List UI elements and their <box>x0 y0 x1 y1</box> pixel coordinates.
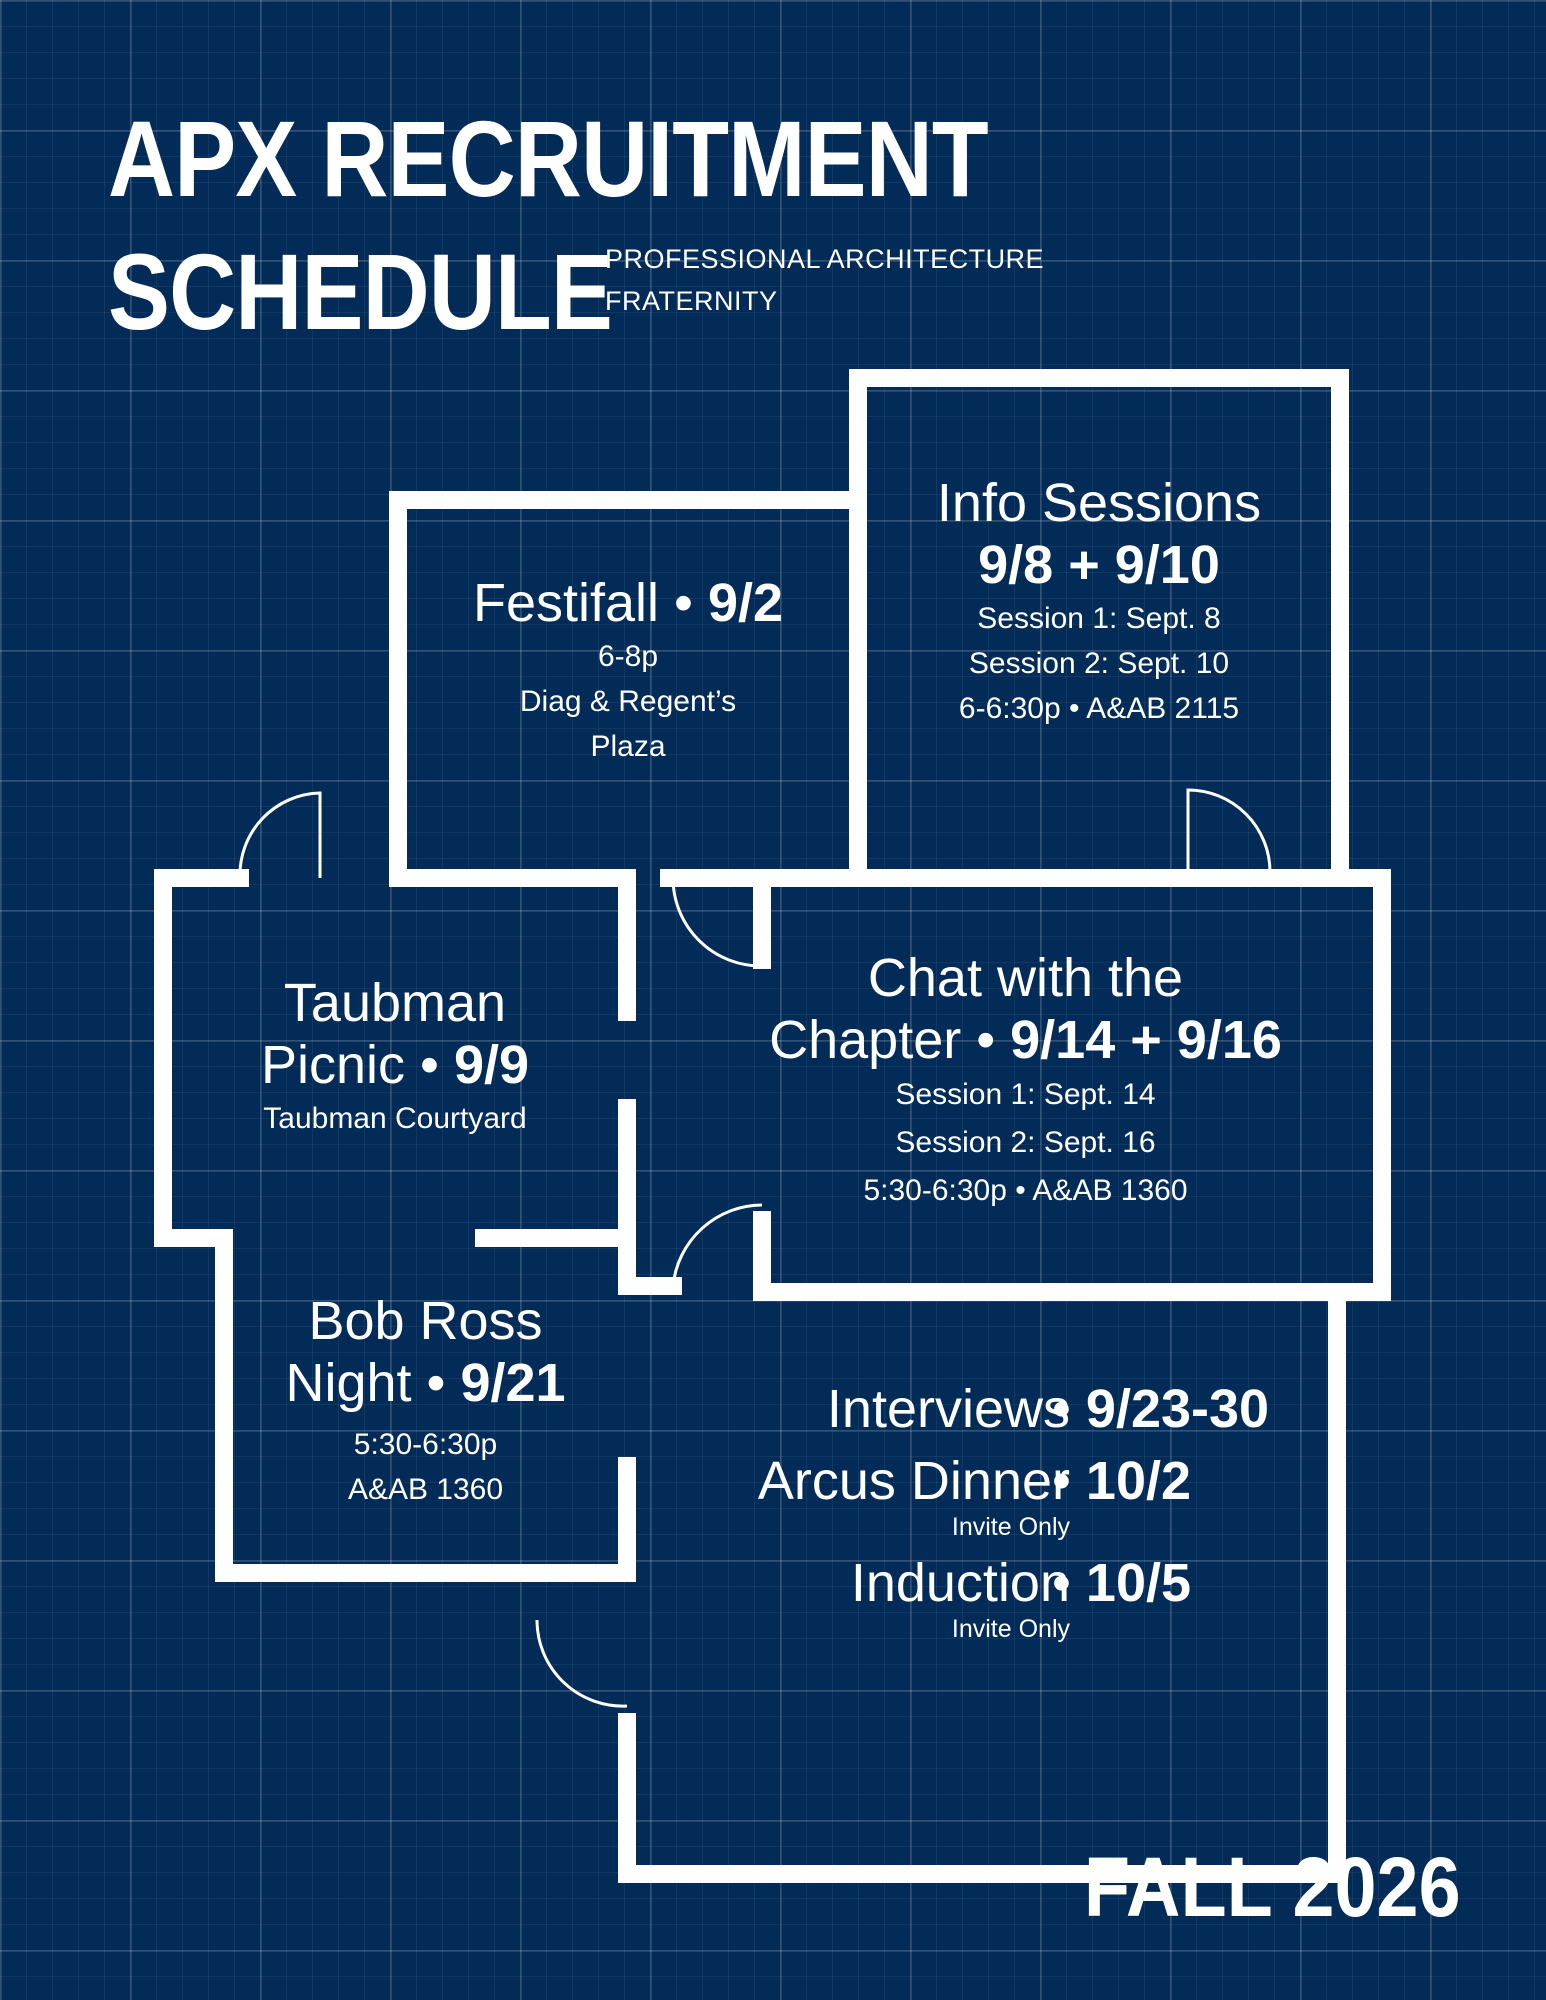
bob-ross-date: 9/21 <box>460 1353 566 1413</box>
info-session-2: Session 2: Sept. 10 <box>968 647 1230 680</box>
festifall-time: 6-8p <box>597 640 659 673</box>
info-sessions-heading: Info Sessions <box>936 473 1262 533</box>
chat-time-location: 5:30-6:30p • A&AB 1360 <box>863 1174 1188 1207</box>
bob-ross-heading-1: Bob Ross <box>308 1291 543 1351</box>
final-room-walls <box>618 1277 1346 1883</box>
festifall-date: 9/2 <box>707 573 784 633</box>
festifall-room: Festifall • 9/2 6-8p Diag & Regent’s Pla… <box>398 572 858 769</box>
door-arc-taubman <box>238 791 322 879</box>
arcus-dinner-note: Invite Only <box>951 1513 1070 1541</box>
induction-date-row: • 10/5 <box>1052 1553 1192 1613</box>
info-sessions-room: Info Sessions 9/8 + 9/10 Session 1: Sept… <box>858 472 1340 731</box>
taubman-heading-2: Picnic • 9/9 <box>260 1035 530 1095</box>
bob-ross-location: A&AB 1360 <box>347 1473 504 1506</box>
induction-label: Induction <box>850 1553 1070 1613</box>
subtitle-line-1: PROFESSIONAL ARCHITECTURE <box>605 244 1045 274</box>
door-arc-chat <box>671 877 764 968</box>
door-arc-final <box>671 1203 763 1287</box>
festifall-location-2: Plaza <box>590 730 666 763</box>
chat-session-2: Session 2: Sept. 16 <box>895 1126 1156 1159</box>
info-time-location: 6-6:30p • A&AB 2115 <box>958 692 1240 725</box>
bob-ross-room: Bob Ross Night • 9/21 5:30-6:30p A&AB 13… <box>224 1290 627 1512</box>
interviews-label: Interviews <box>826 1379 1070 1439</box>
arcus-dinner-label: Arcus Dinner <box>757 1451 1070 1511</box>
bob-ross-time: 5:30-6:30p <box>353 1428 498 1461</box>
taubman-room-walls <box>154 869 249 1247</box>
bob-ross-room-walls <box>215 1229 636 1582</box>
taubman-location: Taubman Courtyard <box>263 1102 527 1135</box>
interviews-date: 9/23-30 <box>1085 1379 1270 1439</box>
chat-room-walls <box>660 869 1391 1301</box>
induction-note: Invite Only <box>951 1615 1070 1643</box>
info-session-1: Session 1: Sept. 8 <box>977 602 1221 635</box>
arcus-dinner-date: 10/2 <box>1085 1451 1192 1511</box>
door-arc-entry <box>535 1620 628 1708</box>
induction-date: 10/5 <box>1085 1553 1192 1613</box>
door-arc-info <box>1186 788 1272 878</box>
chat-heading-2: Chapter • 9/14 + 9/16 <box>769 1010 1282 1070</box>
final-events-names: Interviews Arcus Dinner Invite Only Indu… <box>660 1378 1070 1644</box>
taubman-date: 9/9 <box>453 1035 530 1095</box>
festifall-heading: Festifall • 9/2 <box>472 573 784 633</box>
arcus-dinner-date-row: • 10/2 <box>1052 1451 1192 1511</box>
info-sessions-dates: 9/8 + 9/10 <box>978 535 1220 595</box>
subtitle: PROFESSIONAL ARCHITECTURE FRATERNITY <box>605 238 1044 322</box>
taubman-heading-1: Taubman <box>283 973 507 1033</box>
page-title-line-1: APX RECRUITMENT <box>108 98 989 219</box>
taubman-room: Taubman Picnic • 9/9 Taubman Courtyard <box>163 972 627 1141</box>
chat-session-1: Session 1: Sept. 14 <box>895 1078 1156 1111</box>
bob-ross-heading-2: Night • 9/21 <box>285 1353 566 1413</box>
term-label: FALL 2026 <box>1084 1840 1461 1934</box>
festifall-room-walls <box>389 491 867 887</box>
interviews-date-row: • 9/23-30 <box>1052 1379 1270 1439</box>
chat-heading-1: Chat with the <box>867 948 1184 1008</box>
subtitle-line-2: FRATERNITY <box>605 286 778 316</box>
final-events-dates: • 9/23-30 • 10/2 • 10/5 <box>1052 1378 1322 1614</box>
festifall-location-1: Diag & Regent’s <box>519 685 737 718</box>
chat-dates: 9/14 + 9/16 <box>1010 1010 1282 1070</box>
chat-room: Chat with the Chapter • 9/14 + 9/16 Sess… <box>669 947 1382 1215</box>
page-title-line-2: SCHEDULE <box>108 231 613 352</box>
